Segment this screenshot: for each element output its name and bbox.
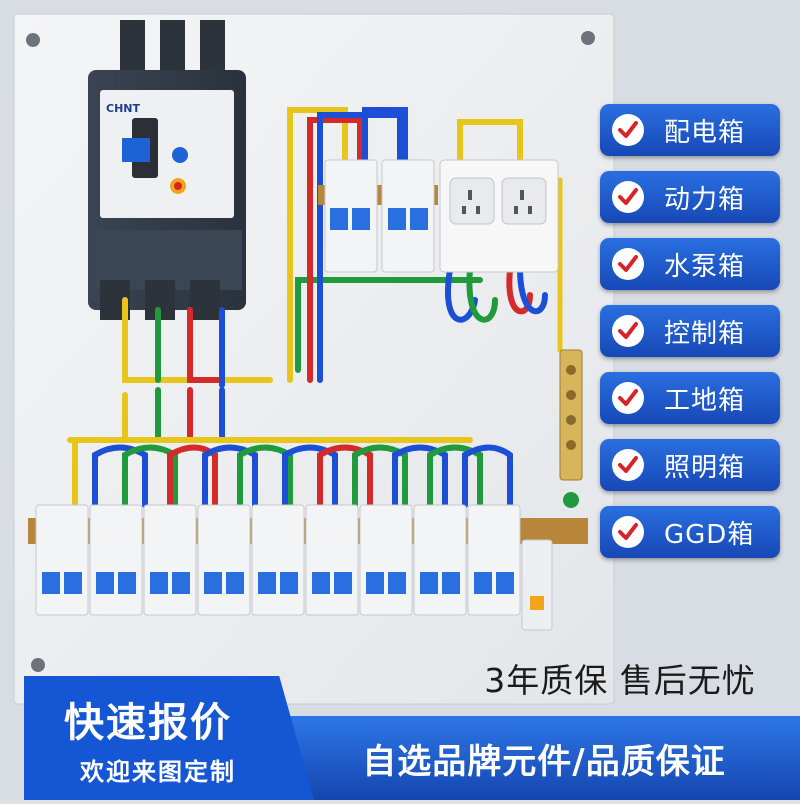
feature-tag: 照明箱 — [600, 439, 780, 491]
feature-tag-label: 配电箱 — [664, 117, 746, 148]
brand-logo: CHNT — [106, 102, 140, 115]
warranty-text: 3年质保 售后无忧 — [484, 661, 756, 700]
feature-tag-label: 动力箱 — [664, 184, 746, 215]
check-icon — [612, 248, 644, 280]
quote-title: 快速报价 — [64, 700, 232, 746]
lower-mcb-row — [35, 504, 553, 631]
slogan-text: 自选品牌元件/品质保证 — [362, 741, 726, 782]
quote-subtitle: 欢迎来图定制 — [80, 758, 236, 786]
feature-tag-label: 工地箱 — [664, 385, 746, 416]
feature-tag-label: 水泵箱 — [664, 251, 746, 282]
upper-mcb — [324, 159, 435, 273]
main-breaker: CHNT — [88, 20, 246, 320]
feature-tag: 控制箱 — [600, 305, 780, 357]
check-icon — [612, 449, 644, 481]
lower-wiring — [67, 437, 513, 508]
feature-tag-label: 控制箱 — [664, 318, 746, 349]
screw-icon — [581, 31, 595, 45]
quote-badge[interactable]: 快速报价 欢迎来图定制 — [24, 676, 314, 800]
screw-icon — [31, 658, 45, 672]
feature-tag-label: 照明箱 — [664, 452, 746, 483]
ground-bar — [559, 349, 583, 508]
check-icon — [612, 181, 644, 213]
feature-tag: 动力箱 — [600, 171, 780, 223]
check-icon — [612, 516, 644, 548]
feature-tag: 配电箱 — [600, 104, 780, 156]
feature-tag: 水泵箱 — [600, 238, 780, 290]
feature-tag: 工地箱 — [600, 372, 780, 424]
slogan-banner: 自选品牌元件/品质保证 — [288, 716, 800, 800]
screw-icon — [26, 33, 40, 47]
feature-tag-list: 配电箱 动力箱 水泵箱 控制箱 工地箱 照明箱 GGD箱 — [600, 104, 780, 573]
check-icon — [612, 315, 644, 347]
power-sockets — [439, 159, 559, 273]
feature-tag-label: GGD箱 — [664, 519, 755, 550]
upper-wiring — [122, 107, 563, 443]
check-icon — [612, 114, 644, 146]
check-icon — [612, 382, 644, 414]
feature-tag: GGD箱 — [600, 506, 780, 558]
